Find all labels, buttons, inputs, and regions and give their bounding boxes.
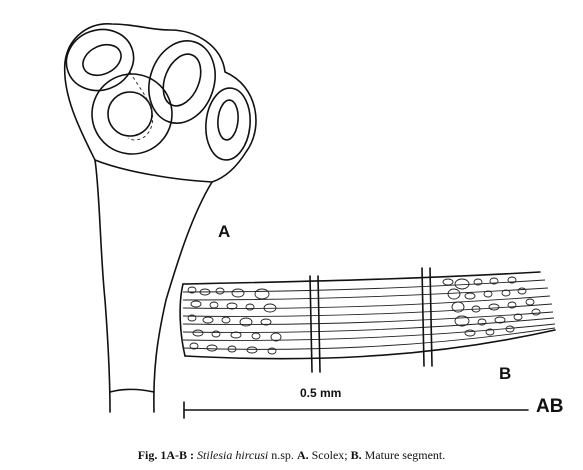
caption-a: A.	[296, 448, 309, 462]
mature-segment-drawing	[179, 267, 556, 373]
caption-a-text: Scolex;	[308, 448, 351, 462]
segment-left-end	[179, 283, 186, 357]
caption-species: Stilesia hircusi	[197, 448, 269, 462]
longitudinal-lines	[182, 279, 556, 350]
scolex-head-outline	[63, 23, 257, 183]
scolex-body-left	[94, 159, 111, 413]
scolex-drawing	[63, 23, 257, 413]
sucker-top-right	[148, 40, 216, 124]
segment-top-boundary	[182, 271, 541, 285]
label-ab: AB	[536, 396, 564, 417]
caption-fig: Fig. 1A-B :	[137, 448, 195, 462]
segment-border-1	[309, 275, 321, 373]
scolex-segment-line	[109, 388, 155, 393]
egg-cluster-right	[442, 276, 541, 337]
caption-nsp: n.sp.	[268, 448, 297, 462]
scale-bar	[183, 401, 529, 419]
segment-bottom-boundary	[184, 329, 556, 360]
sucker-right	[205, 87, 251, 161]
sucker-center	[91, 71, 173, 155]
figure-caption: Fig. 1A-B : Stilesia hircusi n.sp. A. Sc…	[0, 448, 583, 463]
egg-cluster-left	[187, 286, 282, 355]
label-a: A	[218, 222, 231, 241]
label-b: B	[499, 364, 512, 383]
caption-b: B.	[350, 448, 362, 462]
segment-border-2	[421, 267, 433, 367]
scale-bar-label: 0.5 mm	[300, 386, 342, 400]
scolex-neck-line	[94, 159, 213, 183]
sucker-top-left	[65, 28, 135, 92]
scolex-body-right	[153, 181, 213, 413]
caption-b-text: Mature segment.	[361, 448, 446, 462]
